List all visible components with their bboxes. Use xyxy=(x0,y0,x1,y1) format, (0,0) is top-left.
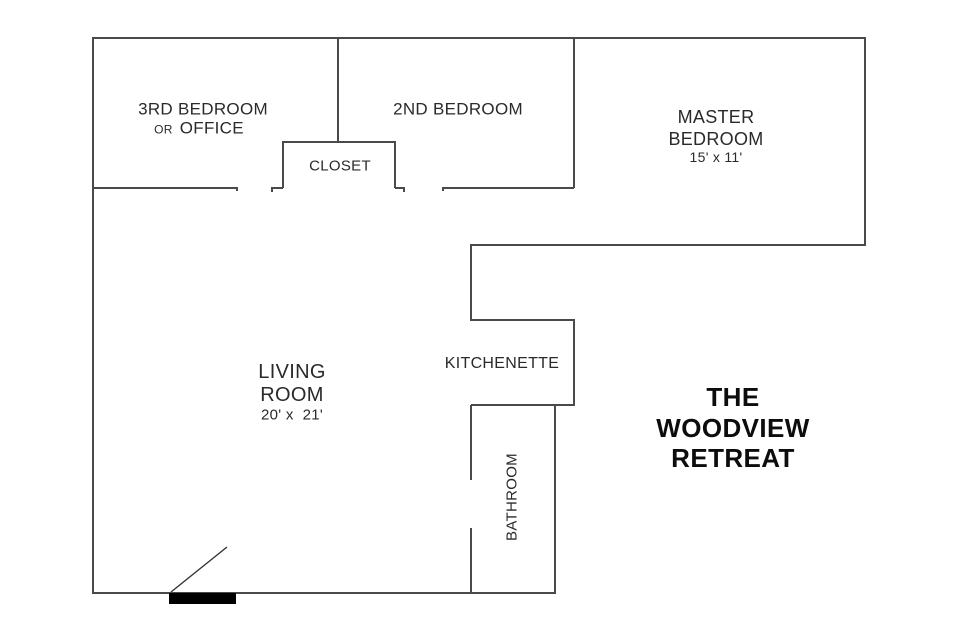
closet-wall xyxy=(282,141,396,188)
bedroom3-label: 3RD BEDROOM xyxy=(138,99,268,119)
entry-door-threshold xyxy=(169,593,236,604)
plan-title-line2: WOODVIEW xyxy=(656,413,810,443)
door-swing-line xyxy=(170,546,228,593)
plan-title-line1: THE xyxy=(706,382,760,412)
kitchenette-label: KITCHENETTE xyxy=(444,355,560,372)
bedroom2-bottom-wall xyxy=(442,187,574,191)
master-bedroom-label-line2: BEDROOM xyxy=(668,129,764,149)
living-room-dimensions: 20' x 21' xyxy=(260,406,324,424)
closet-left-jamb xyxy=(271,187,283,192)
bedroom3-or-text: OR xyxy=(154,122,173,137)
bedroom3-sublabel: OR OFFICE xyxy=(154,120,244,137)
plan-title-line3: RETREAT xyxy=(671,443,795,473)
bedroom3-office-text: OFFICE xyxy=(179,118,244,138)
master-bedroom-dimensions: 15' x 11' xyxy=(689,149,743,165)
bathroom-label: BATHROOM xyxy=(503,453,521,541)
living-room-label-line1: LIVING xyxy=(258,361,326,383)
closet-label: CLOSET xyxy=(309,157,371,175)
living-room-label-line2: ROOM xyxy=(260,384,324,406)
bedroom2-label: 2ND BEDROOM xyxy=(393,99,523,119)
bedroom3-bottom-wall xyxy=(93,187,238,191)
closet-right-jamb xyxy=(395,187,405,192)
master-bedroom-label-line1: MASTER xyxy=(677,107,755,127)
outer-wall xyxy=(92,37,866,594)
